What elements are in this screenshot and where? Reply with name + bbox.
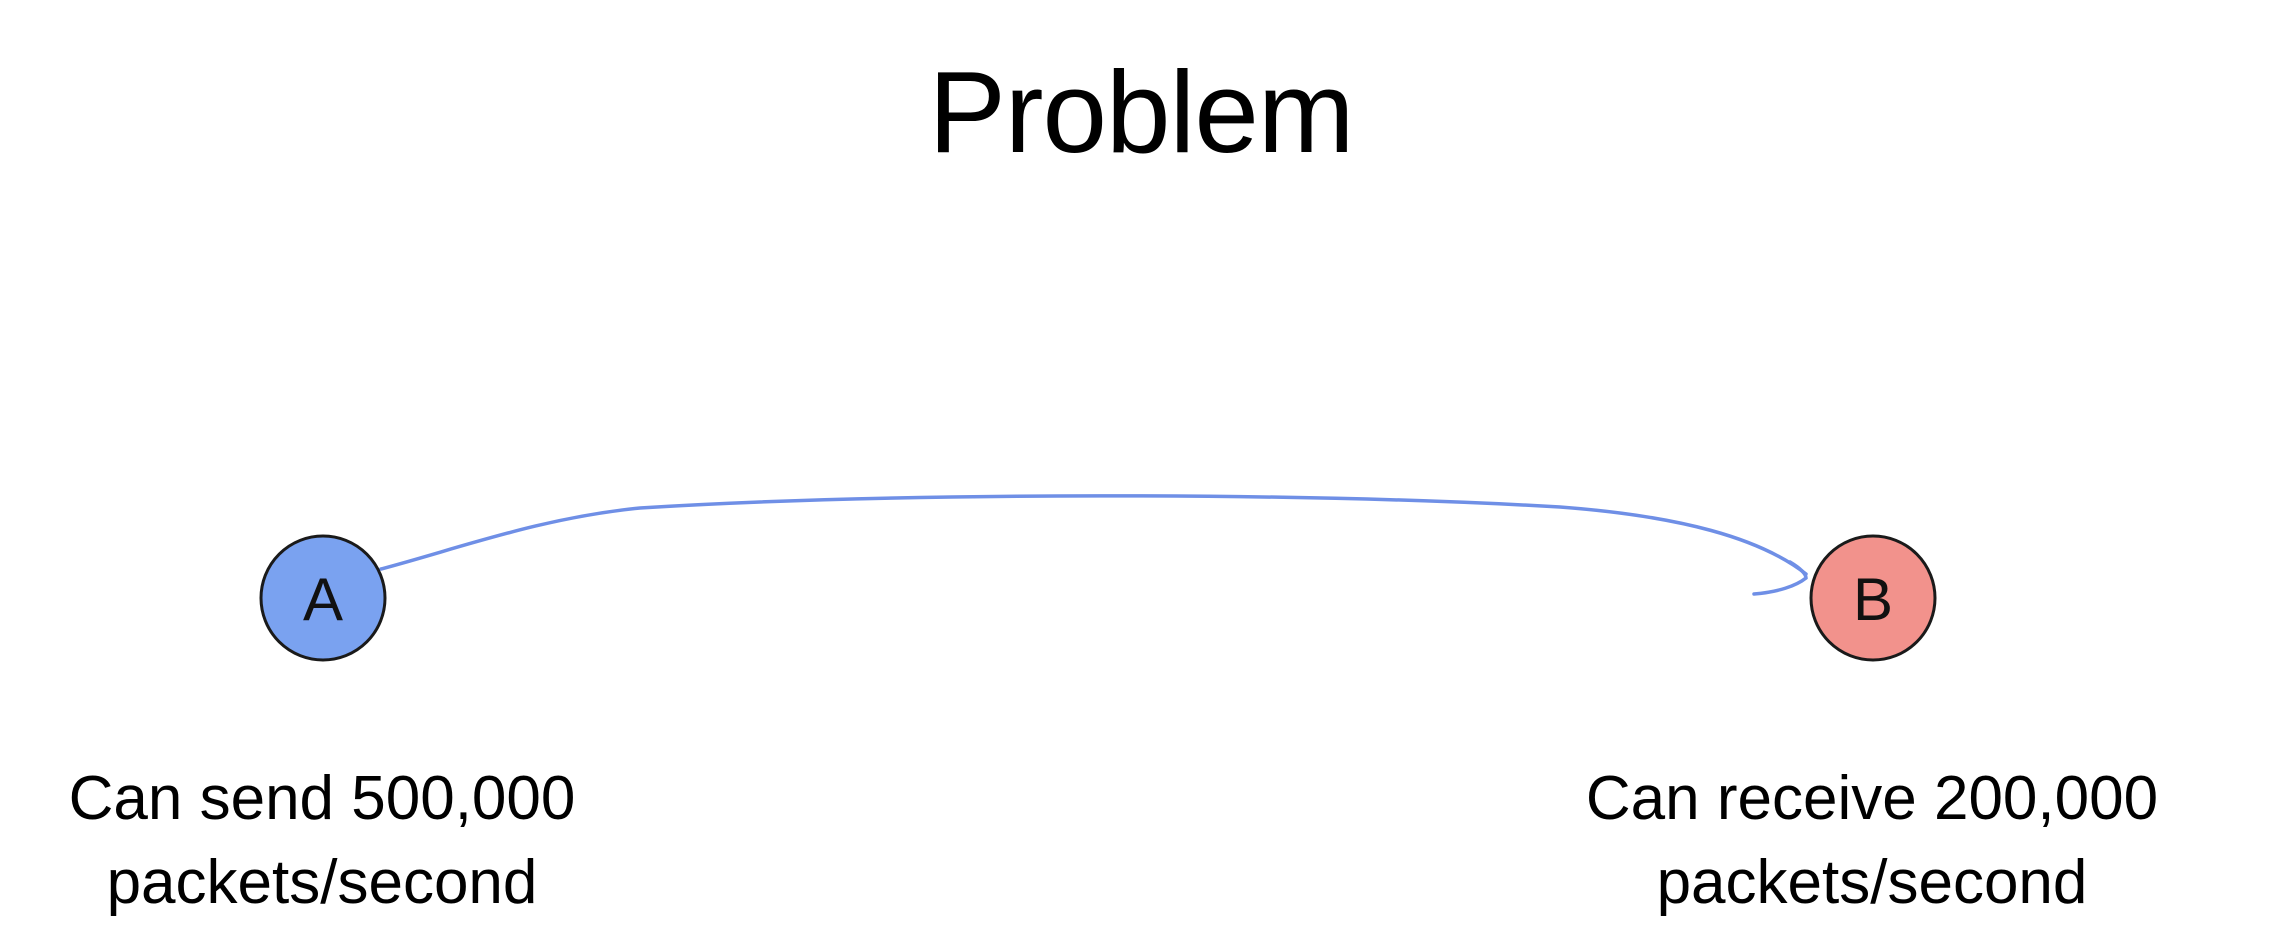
slide-title: Problem — [928, 47, 1355, 177]
node-b-caption-line1: Can receive 200,000 — [1585, 764, 2159, 833]
node-b-caption: Can receive 200,000 packets/second — [1552, 757, 2192, 925]
node-b-label: B — [1853, 566, 1893, 633]
node-a-caption-line1: Can send 500,000 — [68, 764, 576, 833]
arrowhead-icon — [1752, 560, 1808, 596]
node-a-circle — [259, 534, 387, 662]
node-a: A — [259, 534, 387, 662]
node-b-circle — [1809, 534, 1937, 662]
node-a-caption: Can send 500,000 packets/second — [22, 757, 622, 925]
send-arrow — [379, 494, 1808, 576]
node-b: B — [1809, 534, 1937, 662]
node-b-caption-line2: packets/second — [1656, 848, 2088, 917]
node-a-caption-line2: packets/second — [106, 848, 538, 917]
node-a-label: A — [303, 566, 343, 633]
